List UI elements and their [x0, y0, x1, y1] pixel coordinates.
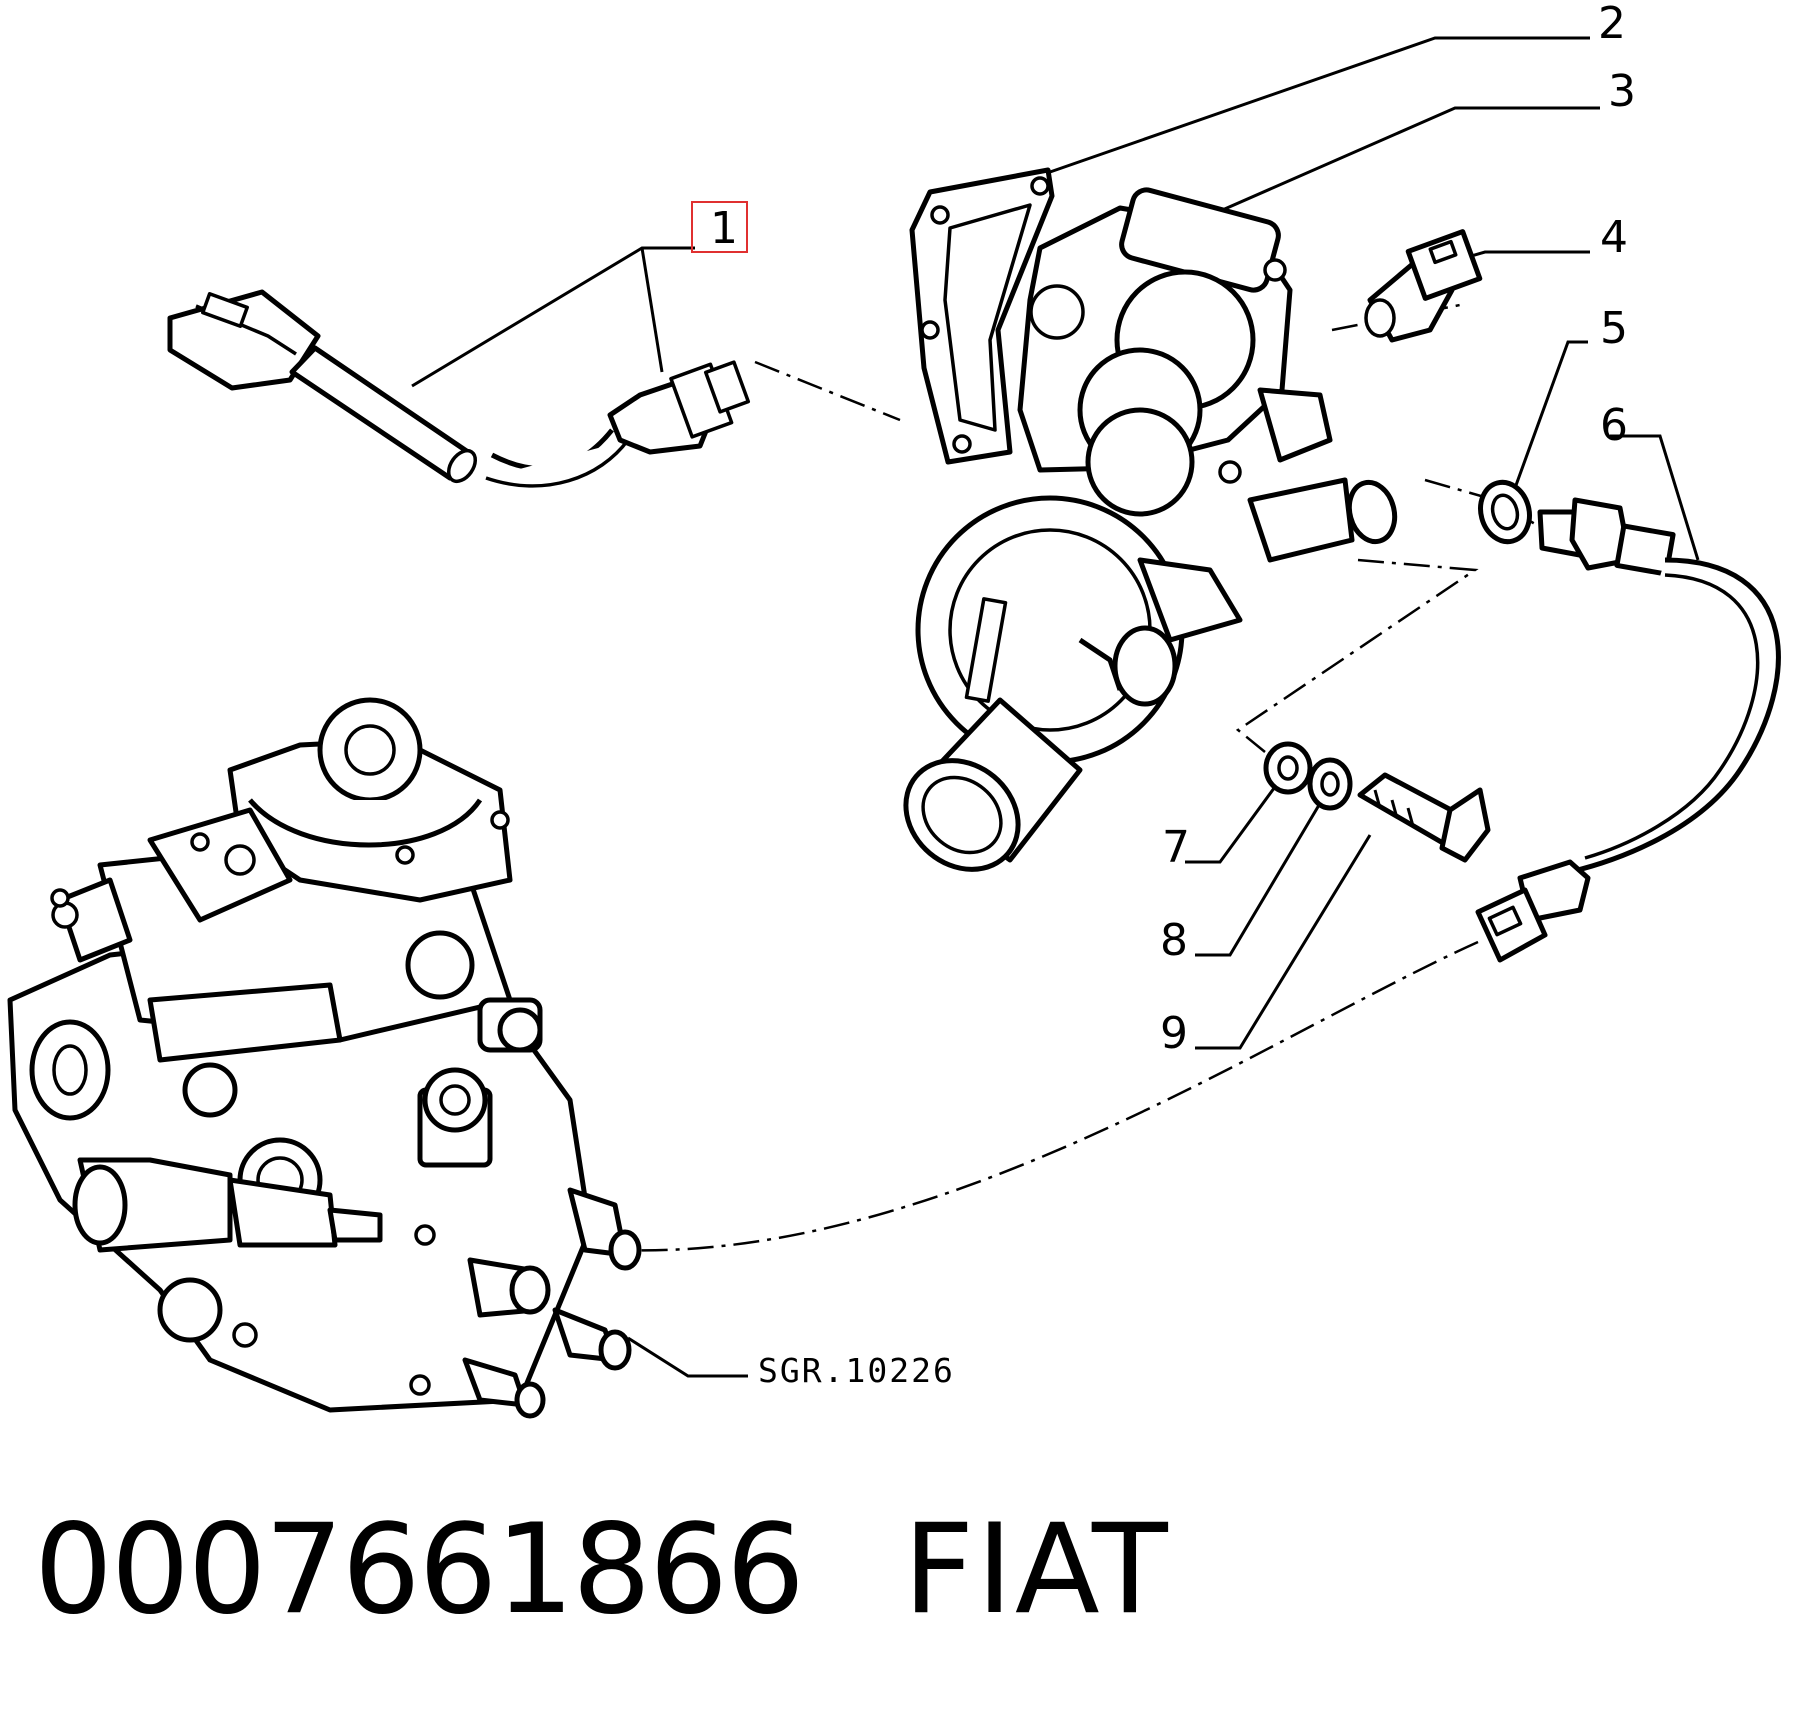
- reference-code: SGR.10226: [758, 1351, 955, 1390]
- item-3-thermostat-housing: [903, 187, 1398, 872]
- item-1-sensor-cable: [167, 289, 751, 488]
- item-2-gasket: [909, 167, 1055, 465]
- callout-1: 1: [710, 203, 738, 254]
- callout-6: 6: [1600, 400, 1628, 451]
- callout-7: 7: [1162, 822, 1190, 873]
- brand-name: FIAT: [902, 1498, 1170, 1642]
- callout-9: 9: [1160, 1008, 1188, 1059]
- item-8-washer: [1307, 757, 1353, 811]
- item-6-sensor-cable: [1475, 497, 1781, 963]
- callout-labels: 1 2 3 4 5 6 7 8 9 SGR.10226: [691, 0, 1636, 1390]
- item-7-washer: [1263, 741, 1313, 795]
- part-number: 0007661866: [34, 1498, 805, 1642]
- callout-2: 2: [1598, 0, 1626, 49]
- item-9-bolt: [1357, 772, 1491, 863]
- callout-4: 4: [1600, 212, 1628, 263]
- callout-1-highlight: [691, 201, 748, 253]
- injection-pump: [7, 697, 642, 1419]
- callout-8: 8: [1160, 915, 1188, 966]
- item-5-sealing-washer: [1478, 479, 1532, 545]
- callout-5: 5: [1600, 303, 1628, 354]
- callout-3: 3: [1608, 66, 1636, 117]
- footer: 0007661866 FIAT: [34, 1498, 1170, 1642]
- item-4-temperature-sender: [1364, 229, 1483, 343]
- callout-lines: [411, 36, 1700, 1378]
